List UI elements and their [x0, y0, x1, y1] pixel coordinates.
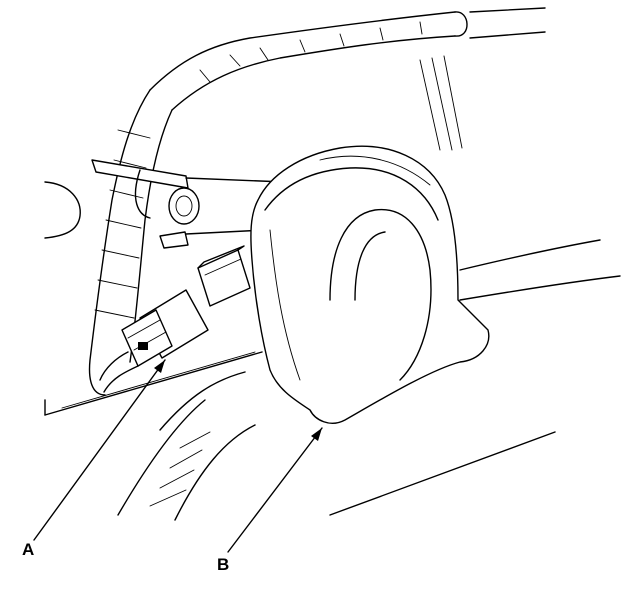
leader-arrows: [33, 359, 323, 553]
horn-b: [250, 145, 490, 424]
mounting-panel: [44, 181, 263, 416]
connector-a: [99, 289, 209, 393]
upper-wire-harness: [88, 7, 546, 396]
harness-clip: [91, 159, 286, 249]
callout-label-a: A: [22, 540, 35, 559]
background-structure: [117, 55, 621, 521]
callout-label-b: B: [217, 555, 230, 574]
small-connector: [197, 245, 251, 307]
